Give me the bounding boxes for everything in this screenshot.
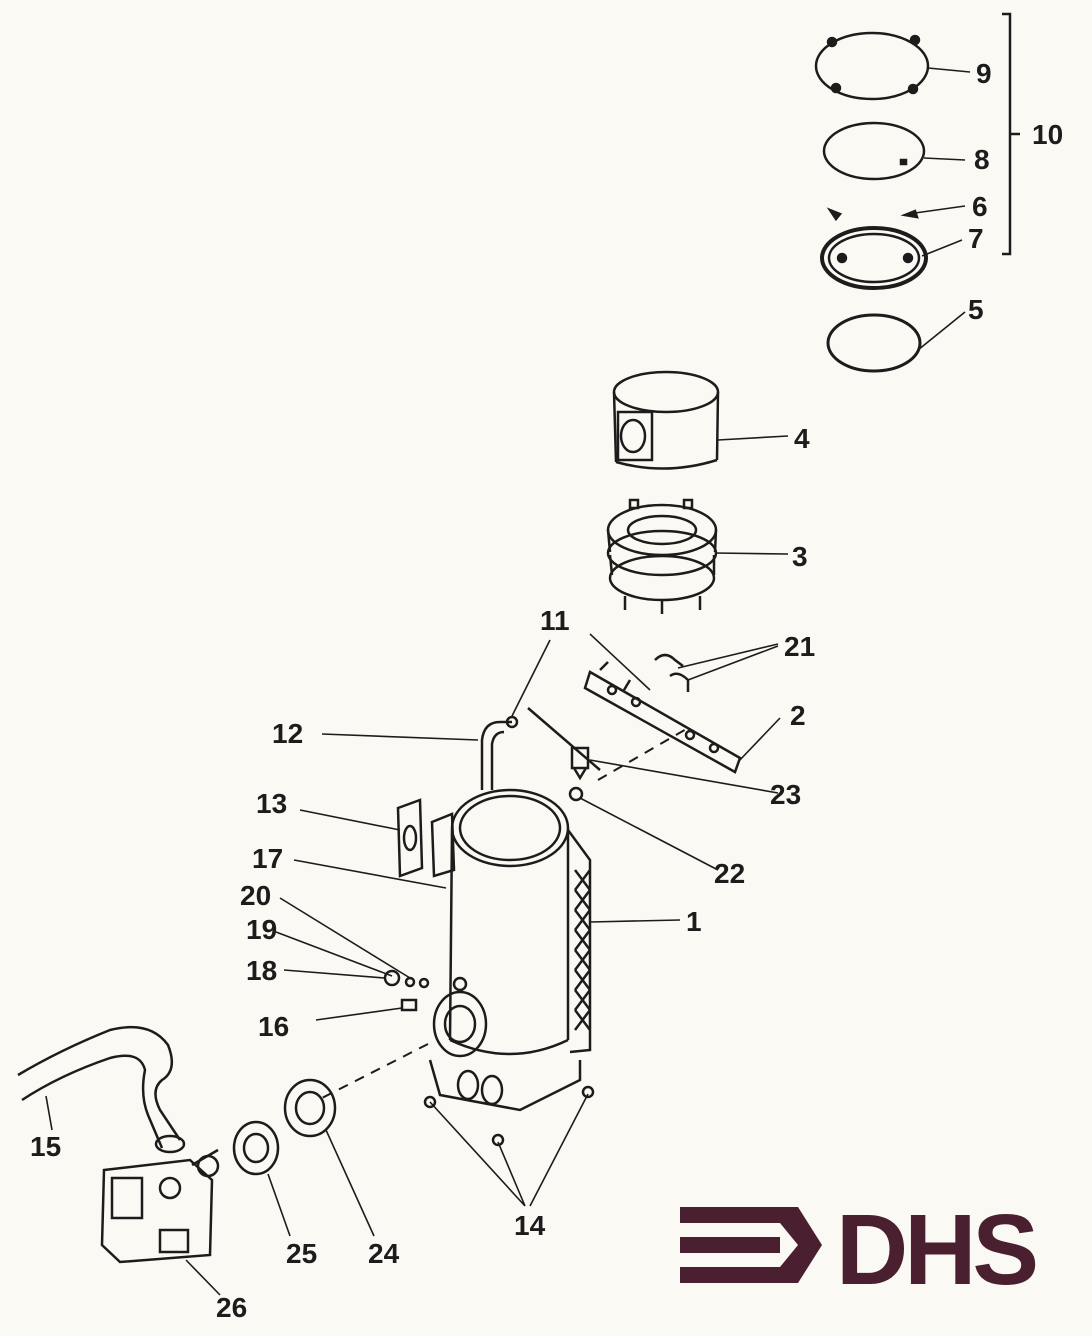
- part-25-gasket: [232, 1120, 280, 1176]
- part-4-combustion-chamber: [612, 370, 720, 470]
- label-14: 14: [514, 1210, 546, 1241]
- part-16-fitting: [400, 998, 418, 1012]
- part-26-gas-valve: [100, 1148, 220, 1264]
- label-21: 21: [784, 631, 816, 662]
- label-20: 20: [240, 880, 272, 911]
- label-7: 7: [968, 223, 984, 254]
- bracket-10: [1002, 12, 1020, 256]
- label-11: 11: [540, 605, 570, 636]
- label-15: 15: [30, 1131, 62, 1162]
- label-9: 9: [976, 58, 992, 89]
- part-8-cover-plate: [822, 121, 926, 181]
- part-2-mounting-bracket: [583, 661, 742, 774]
- label-13: 13: [256, 788, 288, 819]
- label-17: 17: [252, 843, 284, 874]
- part-18-20-seals: [383, 969, 468, 992]
- part-3-burner-assembly: [606, 498, 718, 614]
- part-6-clips: [826, 207, 919, 222]
- label-3: 3: [792, 541, 808, 572]
- label-8: 8: [974, 144, 990, 175]
- label-24: 24: [368, 1238, 400, 1269]
- part-15-hose: [17, 1025, 186, 1154]
- label-10: 10: [1032, 119, 1064, 150]
- label-18: 18: [246, 955, 278, 986]
- label-1: 1: [686, 906, 702, 937]
- label-25: 25: [286, 1238, 318, 1269]
- label-12: 12: [272, 718, 304, 749]
- label-26: 26: [216, 1292, 248, 1323]
- label-22: 22: [714, 858, 746, 889]
- part-13-gaskets: [396, 798, 456, 878]
- part-14-feet: [423, 1085, 595, 1147]
- alignment-dashes: [321, 727, 689, 1099]
- part-23-valve: [570, 746, 590, 781]
- part-21-fittings: [654, 653, 690, 692]
- part-7-gasket-ring: [820, 226, 928, 290]
- part-1-heat-exchanger-tank: [428, 788, 592, 1112]
- label-6: 6: [972, 191, 988, 222]
- label-2: 2: [790, 700, 806, 731]
- dhs-logo-text: DHS: [836, 1194, 1039, 1306]
- tank-flange: [432, 990, 488, 1058]
- part-22-nipple: [568, 786, 584, 802]
- part-12-pipe: [480, 715, 519, 790]
- label-23: 23: [770, 779, 802, 810]
- label-4: 4: [794, 423, 810, 454]
- part-24-flange-gasket: [283, 1078, 337, 1138]
- part-9-retaining-ring: [814, 31, 930, 101]
- dhs-logo-mark: [680, 1207, 822, 1283]
- label-5: 5: [968, 294, 984, 325]
- label-16: 16: [258, 1011, 290, 1042]
- leader-lines: [45, 67, 971, 1296]
- label-19: 19: [246, 914, 278, 945]
- part-5-sealing-ring: [826, 313, 922, 373]
